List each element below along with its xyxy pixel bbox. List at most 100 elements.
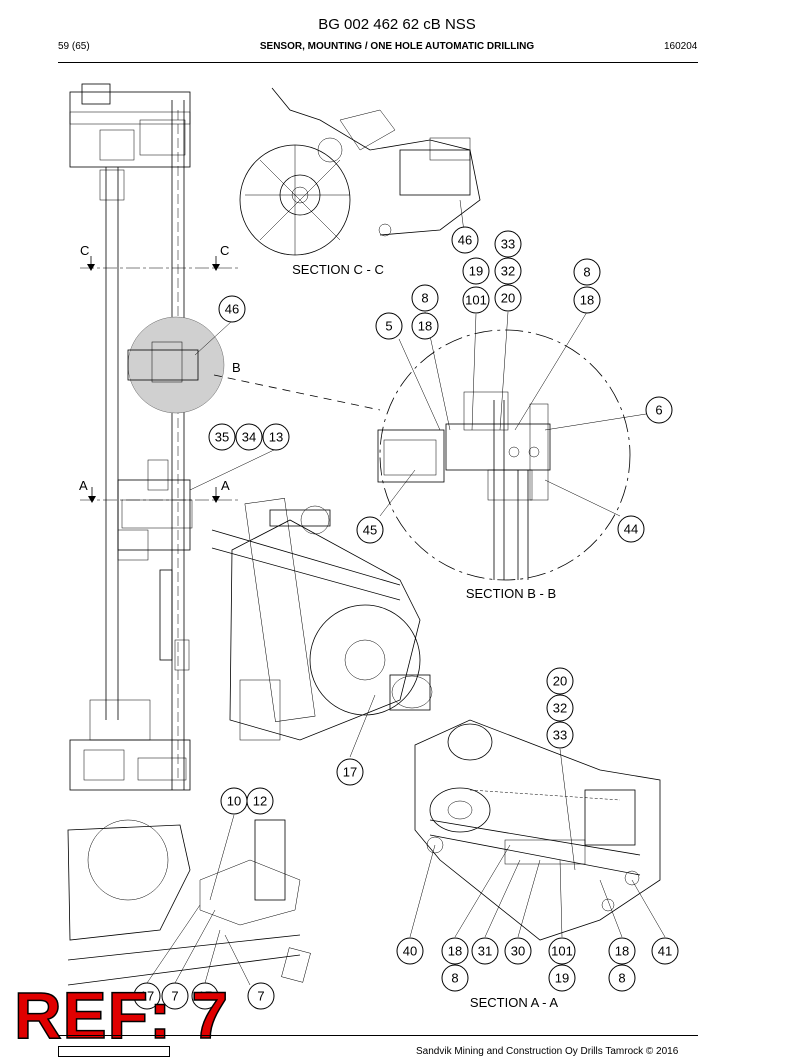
- callout: 46: [218, 295, 246, 323]
- callout: 19: [462, 257, 490, 285]
- callout: 19: [548, 964, 576, 992]
- callout: 12: [246, 787, 274, 815]
- callout: 32: [494, 257, 522, 285]
- svg-text:40: 40: [403, 944, 417, 959]
- svg-text:5: 5: [385, 319, 392, 334]
- svg-text:101: 101: [551, 944, 573, 959]
- callout: 31: [471, 937, 499, 965]
- cut-line-c: C C: [80, 243, 240, 271]
- cut-line-a: A A: [79, 478, 240, 503]
- svg-text:8: 8: [618, 971, 625, 986]
- callout: 18: [441, 937, 469, 965]
- svg-text:8: 8: [451, 971, 458, 986]
- section-b-label: SECTION B - B: [466, 586, 556, 601]
- svg-text:32: 32: [501, 264, 515, 279]
- svg-text:31: 31: [478, 944, 492, 959]
- callout: 41: [651, 937, 679, 965]
- iso-mount-view: [211, 498, 433, 741]
- svg-text:7: 7: [171, 989, 178, 1004]
- svg-text:12: 12: [253, 794, 267, 809]
- svg-text:41: 41: [658, 944, 672, 959]
- svg-text:8: 8: [421, 291, 428, 306]
- svg-text:35: 35: [215, 430, 229, 445]
- svg-text:19: 19: [555, 971, 569, 986]
- callout: 46: [451, 226, 479, 254]
- section-c-view: [239, 87, 481, 256]
- svg-text:33: 33: [501, 237, 515, 252]
- svg-text:19: 19: [469, 264, 483, 279]
- document-number: BG 002 462 62 cB NSS: [318, 16, 476, 33]
- callout: 18: [411, 312, 439, 340]
- callout: 101: [548, 937, 576, 965]
- svg-text:13: 13: [269, 430, 283, 445]
- feed-assembly-view: [69, 83, 193, 791]
- svg-text:33: 33: [553, 728, 567, 743]
- section-b-view: [377, 329, 631, 581]
- leader-lines: [146, 199, 666, 986]
- svg-text:32: 32: [553, 701, 567, 716]
- cut-mark-a-right: A: [221, 478, 230, 493]
- svg-text:17: 17: [343, 765, 357, 780]
- svg-text:44: 44: [624, 522, 638, 537]
- svg-text:8: 8: [583, 265, 590, 280]
- cut-mark-c-right: C: [220, 243, 229, 258]
- svg-text:18: 18: [448, 944, 462, 959]
- callout: 17: [191, 982, 219, 1010]
- callout: 34: [235, 423, 263, 451]
- callout: 33: [546, 721, 574, 749]
- callout: 10: [220, 787, 248, 815]
- svg-text:34: 34: [242, 430, 256, 445]
- svg-text:20: 20: [501, 291, 515, 306]
- callout: 33: [494, 230, 522, 258]
- svg-text:10: 10: [227, 794, 241, 809]
- callout: 5: [375, 312, 403, 340]
- callout: 18: [608, 937, 636, 965]
- footer-rule: [58, 1035, 698, 1036]
- callout: 40: [396, 937, 424, 965]
- callout: 35: [208, 423, 236, 451]
- footer-copyright: Sandvik Mining and Construction Oy Drill…: [416, 1046, 679, 1057]
- callout: 30: [504, 937, 532, 965]
- section-c-label: SECTION C - C: [292, 262, 384, 277]
- callout: 6: [645, 396, 673, 424]
- svg-text:17: 17: [140, 989, 154, 1004]
- company-logo: [58, 1046, 170, 1057]
- page-number: 59 (65): [58, 41, 90, 52]
- svg-text:6: 6: [655, 403, 662, 418]
- svg-text:18: 18: [418, 319, 432, 334]
- iso-bottom-left-view: [67, 819, 311, 986]
- callout: 32: [546, 694, 574, 722]
- callout: 7: [247, 982, 275, 1010]
- callout: 8: [573, 258, 601, 286]
- svg-text:46: 46: [458, 233, 472, 248]
- section-a-label: SECTION A - A: [470, 995, 558, 1010]
- callout: 8: [441, 964, 469, 992]
- reference-stamp: REF: 7: [13, 978, 230, 1052]
- section-a-view: [414, 719, 661, 941]
- callout: 101: [462, 286, 490, 314]
- svg-text:20: 20: [553, 674, 567, 689]
- callout: 18: [573, 286, 601, 314]
- callout: 13: [262, 423, 290, 451]
- svg-text:7: 7: [257, 989, 264, 1004]
- callout: 7: [161, 982, 189, 1010]
- date-code: 160204: [664, 41, 698, 52]
- callout: 45: [356, 516, 384, 544]
- callout-bubbles: 46 33 19 32 8 8 101 20 18 46 5 18 6 35 3…: [133, 226, 679, 1010]
- svg-text:18: 18: [580, 293, 594, 308]
- callout: 20: [546, 667, 574, 695]
- callout: 17: [133, 982, 161, 1010]
- svg-text:45: 45: [363, 523, 377, 538]
- svg-text:17: 17: [198, 989, 212, 1004]
- svg-text:18: 18: [615, 944, 629, 959]
- detail-b-marker: B: [127, 316, 381, 414]
- page-title: SENSOR, MOUNTING / ONE HOLE AUTOMATIC DR…: [259, 41, 535, 52]
- svg-text:46: 46: [225, 302, 239, 317]
- callout: 8: [411, 284, 439, 312]
- detail-b-label: B: [232, 360, 241, 375]
- cut-mark-c-left: C: [80, 243, 89, 258]
- callout: 8: [608, 964, 636, 992]
- callout: 20: [494, 284, 522, 312]
- cut-mark-a-left: A: [79, 478, 88, 493]
